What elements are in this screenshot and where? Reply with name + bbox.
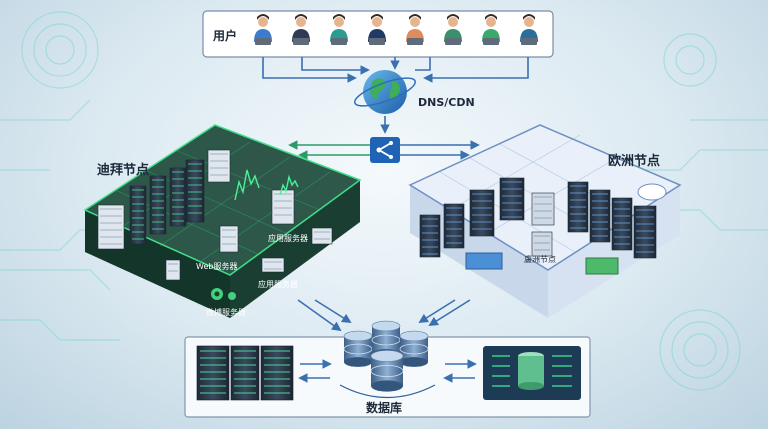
europe-sub-label: 盧洲节点: [524, 254, 556, 264]
server-rack: [165, 259, 181, 281]
replication-panel: [483, 346, 581, 400]
dubai-web-label: Web服务器: [196, 261, 237, 271]
server-rack: [129, 185, 147, 245]
dubai-title: 迪拜节点: [97, 162, 149, 178]
server-rack: [633, 205, 657, 259]
users-panel: 用户: [202, 10, 554, 58]
database-label: 数据库: [366, 400, 402, 415]
europe-servers: [419, 177, 657, 259]
server-rack: [149, 175, 167, 235]
database-cylinder: [370, 350, 404, 392]
dubai-metrics: [234, 169, 299, 201]
server-rack: [196, 345, 230, 401]
gear-icon: [211, 288, 236, 300]
dubai-app-bottom-label: 应用服务器: [258, 279, 298, 289]
database-cylinder: [343, 330, 373, 367]
server-rack: [419, 214, 441, 258]
server-rack: [230, 345, 260, 401]
balancer-connectors: [288, 140, 480, 160]
server-rack: [97, 204, 125, 250]
user-icon: [330, 14, 348, 45]
server-rack: [219, 225, 239, 253]
load-balancer-icon: [370, 137, 400, 163]
user-icon: [368, 14, 386, 45]
server-rack: [169, 167, 187, 227]
globe-icon: [354, 70, 416, 114]
server-rack: [260, 345, 294, 401]
server-rack: [443, 203, 465, 249]
node-db-connectors: [297, 299, 471, 332]
users-label: 用户: [212, 28, 237, 43]
user-icon: [444, 14, 462, 45]
server-rack: [207, 149, 231, 183]
user-icon: [292, 14, 310, 45]
database-icon: [343, 320, 429, 392]
dubai-node: 迪拜节点 应用服务器 Web服务器 应用服务器 微博服务器: [83, 124, 362, 318]
database-panel: 数据库: [184, 320, 591, 418]
server-rack: [185, 159, 205, 223]
users-group: [254, 14, 538, 45]
background-circuits: [0, 11, 768, 391]
server-rack: [499, 177, 525, 221]
server-rack: [469, 189, 495, 237]
europe-containers: [465, 252, 619, 275]
server-rack: [311, 227, 333, 245]
dubai-servers: [97, 149, 333, 281]
user-connectors: [262, 57, 529, 83]
europe-title: 欧洲节点: [608, 153, 660, 169]
dns-label: DNS/CDN: [418, 96, 475, 109]
server-rack: [589, 189, 611, 243]
database-cylinder: [399, 330, 429, 367]
server-rack: [531, 192, 555, 226]
cloud-icon: [637, 183, 667, 201]
europe-node: 欧洲节点 盧洲节点: [408, 124, 682, 318]
user-icon: [406, 14, 424, 45]
dubai-app-top-label: 应用服务器: [268, 233, 308, 243]
database-servers: [196, 345, 294, 401]
server-rack: [261, 257, 285, 273]
server-rack: [271, 189, 295, 225]
dubai-micro-label: 微博服务器: [206, 307, 246, 317]
user-icon: [520, 14, 538, 45]
user-icon: [482, 14, 500, 45]
server-rack: [567, 181, 589, 233]
server-rack: [611, 197, 633, 251]
user-icon: [254, 14, 272, 45]
server-rack: [531, 231, 553, 257]
